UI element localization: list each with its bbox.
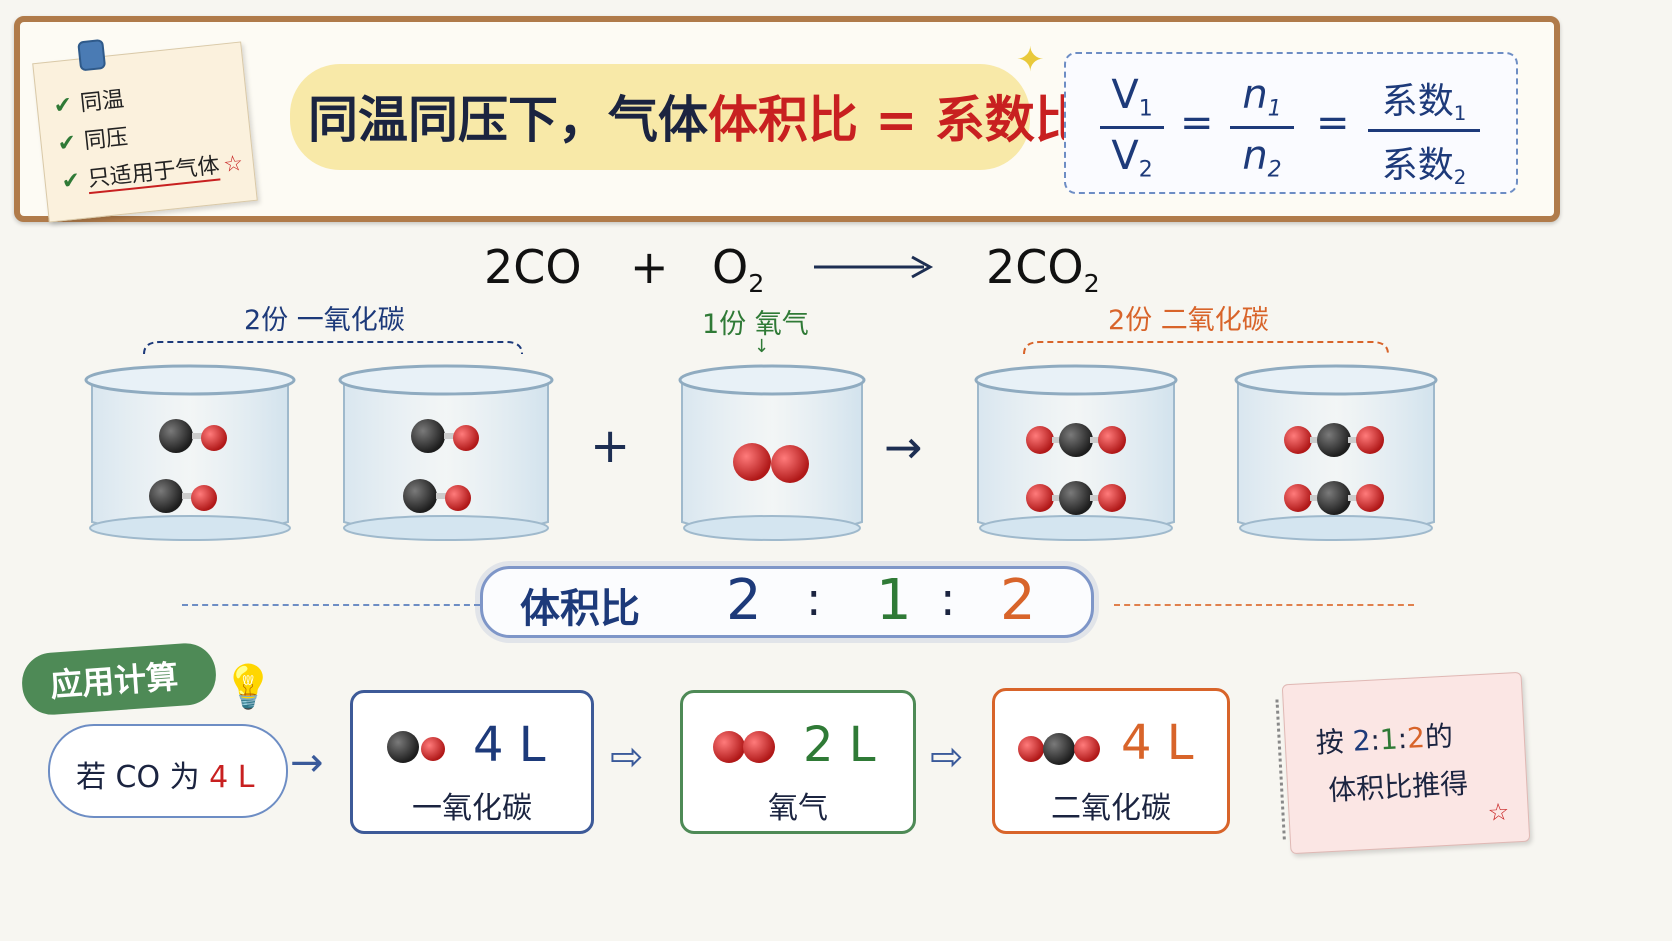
checklist-note: ✔同温 ✔同压 ✔只适用于气体☆ [32,38,258,223]
o2-molecule [733,443,809,483]
co2-container-2 [1234,364,1438,541]
equation-plus: + [630,240,669,294]
result-name: 一氧化碳 [412,791,532,826]
equation-product-co2: 2CO2 [986,240,1100,298]
fraction-coefficient: 系数1 系数2 [1368,72,1480,189]
co-container-2 [338,364,554,541]
co2-molecule [1284,481,1384,515]
premise-bubble [48,724,288,818]
note-card: 按 2:1:2的 体积比推得 ☆ [1275,671,1531,855]
star-icon: ☆ [1486,797,1510,827]
co2-container-1 [974,364,1178,541]
ratio-separator: : [806,572,822,626]
equation-reactant-co: 2CO [484,240,582,294]
co-molecule [411,419,479,453]
premise-arrow: → [290,740,324,786]
check-icon: ✔ [52,92,74,120]
co-container-1 [84,364,296,541]
down-arrow-icon: ↓ [754,336,770,357]
equation-arrow [814,255,934,279]
star-icon: ☆ [222,150,245,178]
sparkle-icon: ✦ [1016,40,1045,80]
co-group-bracket [143,341,523,355]
equation-reactant-o2: O2 [712,240,765,298]
fraction-n: n1 n2 [1230,72,1294,182]
result-box-o2: 2 L 氧气 [680,690,916,834]
co2-molecule-icon [1018,733,1100,765]
check-icon: ✔ [56,130,78,158]
ratio-value-co2: 2 [1000,568,1036,633]
o2-parts-label: 1份 氧气 [702,309,809,340]
ratio-box [480,566,1094,638]
lightbulb-icon: 💡 [222,662,275,711]
result-value: 4 L [1121,715,1194,771]
co2-group-bracket [1023,341,1389,355]
note-line-2: 体积比推得 [1327,766,1470,808]
result-box-co2: 4 L 二氧化碳 [992,688,1230,834]
clip-icon [77,38,107,72]
formula-box [1064,52,1518,194]
result-name: 氧气 [768,791,828,826]
result-arrow: ⇨ [930,734,964,780]
ratio-value-co: 2 [726,568,762,633]
equals-sign: = [1316,100,1350,146]
result-arrow: ⇨ [610,734,644,780]
ratio-value-o2: 1 [876,568,912,633]
co-parts-label: 2份 一氧化碳 [244,305,405,336]
ratio-right-dashes [1114,604,1414,606]
result-value: 4 L [473,717,546,773]
co-molecule [159,419,227,453]
co2-molecule [1026,481,1126,515]
o2-container [678,364,866,541]
co2-parts-label: 2份 二氧化碳 [1108,305,1269,336]
result-value: 2 L [803,717,876,773]
ratio-left-dashes [182,604,480,606]
co-molecule [149,479,217,513]
premise-text: 若 CO 为 4 L [76,760,255,795]
note-line-1: 按 2:1:2的 [1314,719,1454,760]
containers-arrow: → [884,420,923,474]
containers-row [84,364,1438,541]
result-box-co: 4 L 一氧化碳 [350,690,594,834]
result-name: 二氧化碳 [1051,791,1171,826]
equals-sign: = [1180,100,1214,146]
co-molecule-icon [387,731,445,763]
co2-molecule [1026,423,1126,457]
formula: V1 V2 = n1 n2 = 系数1 系数2 [1064,52,1518,194]
ratio-label: 体积比 [520,586,640,632]
spiral-binding [1275,698,1299,840]
check-icon: ✔ [60,168,82,195]
ratio-separator: : [940,572,956,626]
containers-plus: + [590,418,631,474]
co-molecule [403,479,471,513]
page-title: 同温同压下，气体体积比 = 系数比 [308,91,1085,149]
co2-molecule [1284,423,1384,457]
application-badge-label: 应用计算 [48,657,180,705]
fraction-v: V1 V2 [1100,72,1164,182]
title-highlight-band [290,64,1030,170]
o2-molecule-icon [713,731,775,763]
